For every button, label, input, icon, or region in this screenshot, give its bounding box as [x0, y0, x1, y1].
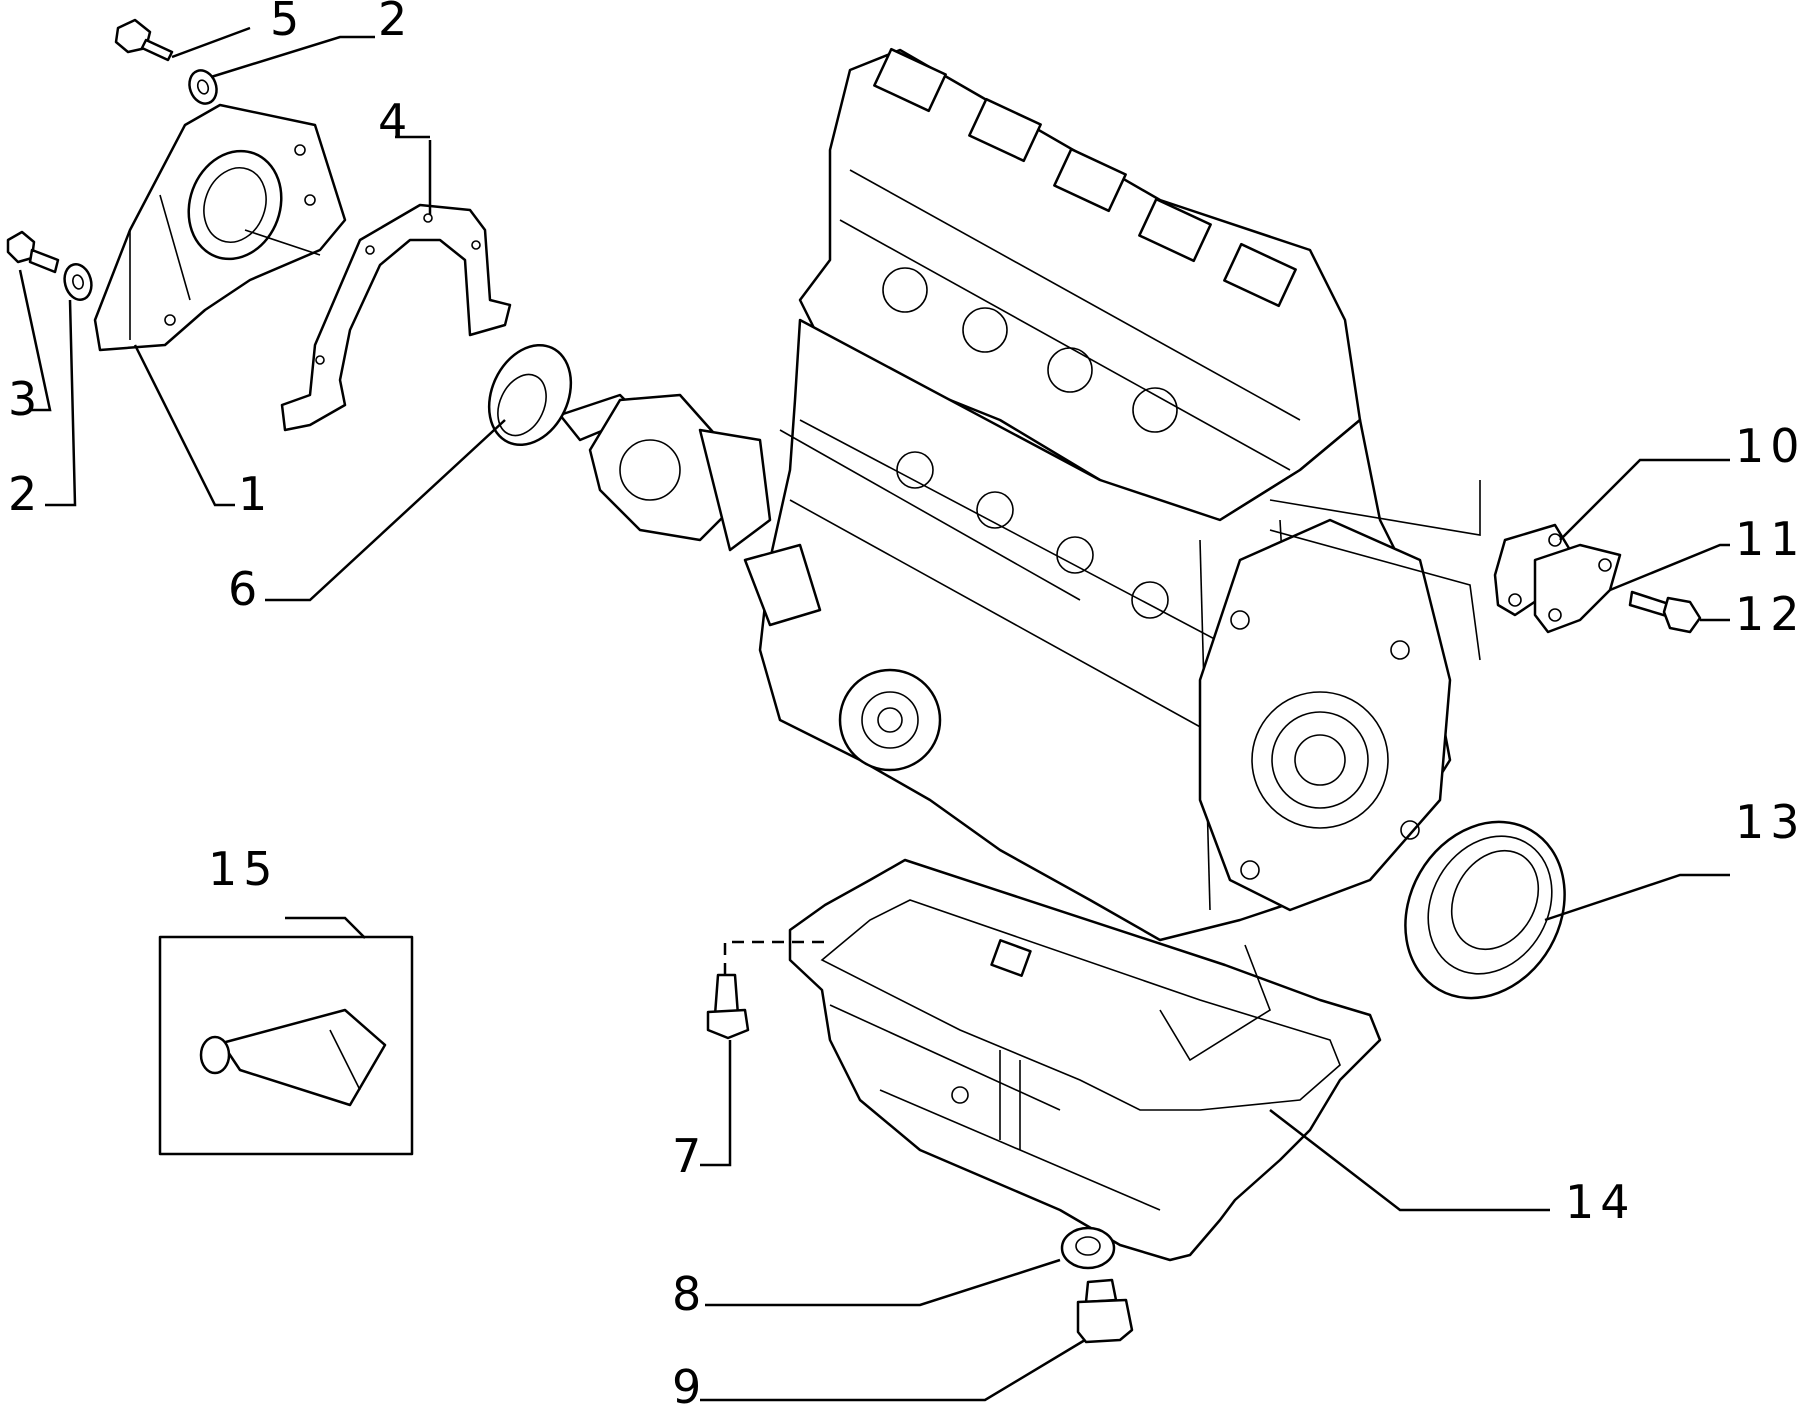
callout-14: 14 — [1565, 1175, 1636, 1229]
callout-labels: 5 2 4 3 2 1 6 10 11 12 13 15 7 14 8 9 — [8, 0, 1806, 1405]
callout-2-top: 2 — [378, 0, 413, 46]
gasket-10 — [1493, 523, 1572, 617]
washer-8 — [1060, 1226, 1116, 1270]
callout-3: 3 — [8, 372, 43, 426]
callout-7: 7 — [672, 1129, 707, 1183]
sealant-box-15 — [158, 935, 414, 1156]
washer-2-top — [188, 69, 218, 105]
seal-carrier-1 — [93, 103, 347, 352]
bolt-7 — [706, 973, 750, 1040]
callout-9: 9 — [672, 1360, 707, 1405]
crankshaft — [558, 393, 1081, 601]
callout-11: 11 — [1735, 512, 1806, 566]
oil-sump-14 — [788, 858, 1382, 1262]
engine-block — [743, 47, 1481, 942]
oil-seal-6 — [487, 343, 573, 447]
bolt-5 — [114, 18, 174, 62]
callout-8: 8 — [672, 1267, 707, 1321]
callout-2-left: 2 — [8, 467, 43, 521]
callout-15: 15 — [208, 842, 279, 896]
rear-oil-seal-13 — [1404, 820, 1566, 1000]
cover-plate-11 — [1533, 543, 1622, 634]
callout-10: 10 — [1735, 419, 1806, 473]
callout-13: 13 — [1735, 795, 1806, 849]
drain-plug-9 — [1076, 1278, 1134, 1344]
callout-12: 12 — [1735, 587, 1806, 641]
washer-2-left — [63, 263, 93, 301]
bolt-12 — [1628, 590, 1702, 634]
callout-1: 1 — [238, 467, 273, 521]
leader-lines — [18, 26, 1730, 1402]
callout-4: 4 — [378, 94, 413, 148]
bolt-3 — [6, 230, 60, 274]
callout-6: 6 — [228, 562, 263, 616]
callout-5: 5 — [270, 0, 305, 46]
gasket-4 — [280, 203, 512, 432]
